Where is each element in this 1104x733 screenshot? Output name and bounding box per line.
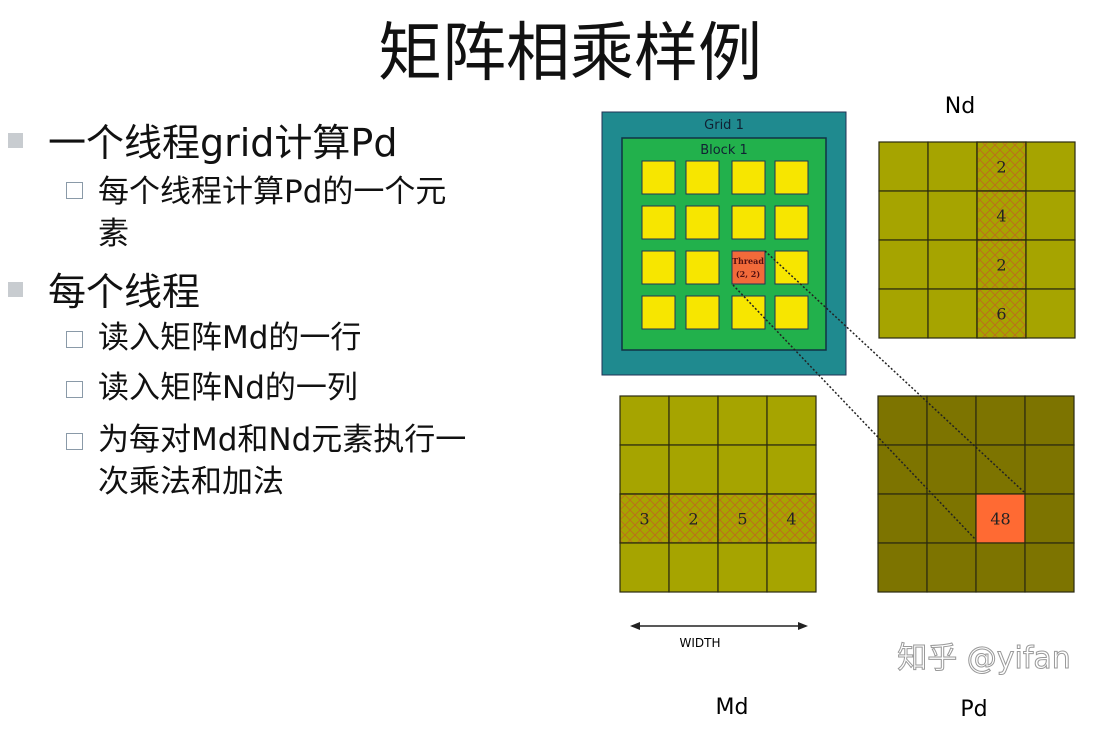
nd-cell (1025, 141, 1076, 192)
bullet-icon (8, 282, 23, 297)
md-cell (668, 395, 719, 446)
sub-bullet-1-1: 每个线程计算Pd的一个元 (98, 174, 447, 210)
thread-cell (774, 295, 809, 330)
pd-cell (877, 444, 928, 495)
thread-cell (731, 295, 766, 330)
md-value: 3 (639, 510, 649, 529)
sub-bullet-1-1-cont: 素 (98, 216, 129, 252)
nd-hatched-cell (976, 239, 1027, 290)
pd-cell (1024, 395, 1075, 446)
nd-cell (1025, 190, 1076, 241)
bullet-2: 每个线程 (48, 270, 201, 314)
sub-bullet-2-3: 为每对Md和Nd元素执行一 (98, 422, 467, 458)
nd-cell (878, 141, 929, 192)
nd-value: 2 (996, 256, 1006, 275)
nd-cell (927, 288, 978, 339)
thread-cell (731, 160, 766, 195)
md-cell (668, 444, 719, 495)
dotted-line (764, 250, 1025, 493)
md-hatched-cell (619, 493, 670, 544)
nd-cell (927, 141, 978, 192)
pd-cell (1024, 542, 1075, 593)
arrow-head-right-icon (798, 622, 808, 630)
md-value: 4 (786, 510, 796, 529)
md-hatched-cell (717, 493, 768, 544)
pd-cell (926, 493, 977, 544)
bullet-1: 一个线程grid计算Pd (48, 121, 398, 165)
nd-label: Nd (945, 94, 975, 119)
thread-cell (774, 160, 809, 195)
thread-cell (685, 250, 720, 285)
nd-value: 2 (996, 158, 1006, 177)
sub-bullet-2-2: 读入矩阵Nd的一列 (98, 370, 358, 406)
md-cell (619, 444, 670, 495)
nd-cell (878, 288, 929, 339)
thread-cell (774, 205, 809, 240)
pd-cell (877, 542, 928, 593)
md-cell (766, 395, 817, 446)
block-label: Block 1 (700, 143, 748, 158)
arrow-head-left-icon (630, 622, 640, 630)
nd-cell (1025, 239, 1076, 290)
sub-bullet-icon (66, 433, 83, 450)
sub-bullet-icon (66, 331, 83, 348)
nd-cell (878, 190, 929, 241)
thread-cell (641, 295, 676, 330)
selected-thread (731, 250, 766, 285)
thread-cell (685, 295, 720, 330)
nd-cell (1025, 288, 1076, 339)
width-label: WIDTH (680, 636, 721, 650)
pd-cell (926, 395, 977, 446)
nd-hatched-cell (976, 288, 1027, 339)
md-cell (717, 395, 768, 446)
thread-cell (731, 205, 766, 240)
md-cell (766, 542, 817, 593)
md-cell (619, 542, 670, 593)
sub-bullet-2-3-cont: 次乘法和加法 (98, 464, 284, 500)
watermark: 知乎 @yifan (897, 641, 1071, 676)
thread-cell (774, 250, 809, 285)
nd-cell (927, 239, 978, 290)
pd-cell (975, 395, 1026, 446)
thread-index: (2, 2) (736, 269, 760, 279)
pd-cell (926, 444, 977, 495)
md-value: 5 (737, 510, 747, 529)
dotted-line (732, 284, 977, 541)
pd-value: 48 (990, 510, 1010, 529)
nd-value: 6 (996, 305, 1006, 324)
thread-cell (685, 205, 720, 240)
thread-cell (641, 160, 676, 195)
nd-cell (927, 190, 978, 241)
thread-cell (641, 205, 676, 240)
nd-value: 4 (996, 207, 1006, 226)
pd-cell (1024, 493, 1075, 544)
thread-label: Thread (732, 256, 764, 266)
pd-label: Pd (960, 697, 987, 722)
md-value: 2 (688, 510, 698, 529)
md-cell (668, 542, 719, 593)
md-hatched-cell (668, 493, 719, 544)
sub-bullet-icon (66, 381, 83, 398)
pd-cell (877, 493, 928, 544)
thread-cell (685, 160, 720, 195)
nd-cell (878, 239, 929, 290)
md-cell (717, 444, 768, 495)
pd-cell (1024, 444, 1075, 495)
md-hatched-cell (766, 493, 817, 544)
grid-label: Grid 1 (704, 118, 744, 133)
pd-cell (926, 542, 977, 593)
pd-cell (975, 542, 1026, 593)
md-cell (766, 444, 817, 495)
slide-title: 矩阵相乘样例 (378, 17, 762, 91)
bullet-icon (8, 133, 23, 148)
sub-bullet-2-1: 读入矩阵Md的一行 (98, 320, 362, 356)
sub-bullet-icon (66, 182, 83, 199)
md-cell (619, 395, 670, 446)
md-cell (717, 542, 768, 593)
thread-cell (641, 250, 676, 285)
md-label: Md (716, 695, 749, 720)
pd-cell (877, 395, 928, 446)
